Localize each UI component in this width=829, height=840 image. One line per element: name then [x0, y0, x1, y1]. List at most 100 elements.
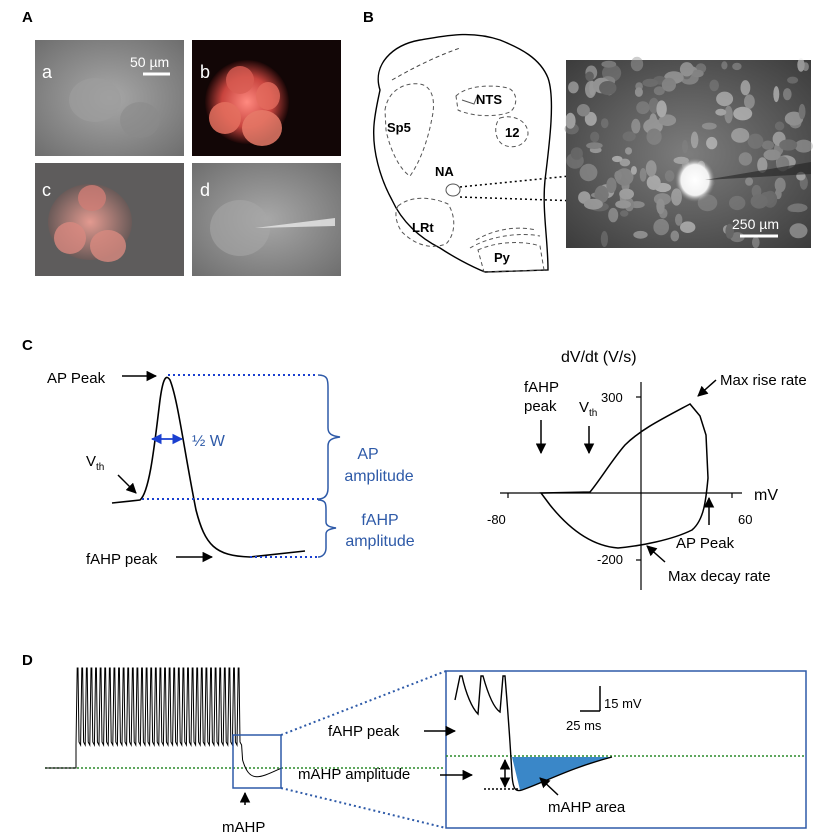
tissue-speckle [600, 231, 609, 247]
max-decay-label: Max decay rate [668, 568, 771, 585]
tissue-speckle [797, 58, 805, 72]
phase-ap-peak-label: AP Peak [676, 535, 735, 552]
tissue-speckle [794, 139, 813, 153]
panel-a: A a 50 µm b c [22, 9, 341, 276]
tissue-speckle [757, 157, 768, 174]
region-sp5-outline [384, 83, 434, 177]
vth-arrow [117, 474, 137, 494]
half-width-label: ½ W [192, 433, 226, 450]
pipette-d [255, 218, 335, 228]
zoom-box-small [232, 734, 282, 789]
phase-ytick-neg200: -200 [597, 552, 623, 567]
tissue-speckle [658, 114, 677, 126]
tissue-speckle [565, 112, 576, 129]
brainstem-outline [372, 33, 553, 273]
region-label-12: 12 [505, 125, 519, 140]
tissue-speckle [691, 69, 704, 78]
mahp-area-arrow [539, 777, 559, 796]
region-12-outline [495, 116, 529, 148]
tissue-speckle [622, 131, 636, 142]
subpanel-label-a: a [42, 62, 53, 82]
tissue-speckle [656, 198, 665, 215]
tissue-speckle [740, 80, 751, 96]
tissue-speckle [642, 78, 658, 87]
micrograph-d: d [192, 163, 341, 276]
tissue-speckle [779, 139, 798, 151]
tissue-speckle [731, 127, 750, 143]
region-nts-outline [455, 85, 517, 117]
tissue-speckle [606, 177, 617, 194]
scalebar-v-label: 15 mV [604, 696, 642, 711]
tissue-speckle [653, 86, 665, 96]
ap-amplitude-label-1: AP [357, 446, 378, 463]
phase-plot: dV/dt (V/s) 300 -200 -80 60 mV fAHP peak… [487, 349, 807, 590]
tissue-speckle [789, 223, 808, 239]
tissue-speckle [738, 152, 753, 166]
panel-letter-a: A [22, 9, 33, 26]
tissue-speckle [646, 128, 662, 145]
phase-ylabel: dV/dt (V/s) [561, 349, 637, 366]
phase-xtick-neg80: -80 [487, 512, 506, 527]
tissue-speckle [576, 104, 590, 117]
panel-letter-d: D [22, 652, 33, 669]
tissue-speckle [706, 136, 718, 150]
tissue-speckle [744, 94, 755, 109]
phase-loop [539, 403, 709, 549]
phase-fahp-label-1: fAHP [524, 379, 559, 396]
phase-xlabel: mV [754, 487, 778, 504]
mahp-amplitude-label: mAHP amplitude [298, 766, 410, 783]
tissue-speckle [631, 118, 641, 134]
phase-xtick-60: 60 [738, 512, 752, 527]
tissue-speckle [774, 121, 785, 131]
panel-d: D mAHP 15 mV 25 ms fAHP peak mAHP amplit… [22, 652, 807, 836]
tissue-speckle [787, 76, 799, 84]
phase-vth-label: Vth [579, 399, 597, 419]
tissue-speckle [798, 103, 806, 120]
fahp-peak-label: fAHP peak [86, 551, 158, 568]
tissue-speckle [653, 218, 669, 236]
region-py-outline [477, 242, 545, 273]
tissue-speckle [599, 81, 617, 95]
tissue-speckle [716, 91, 734, 107]
spike-train [45, 667, 282, 778]
tissue-speckle [752, 236, 760, 249]
tissue-speckle [600, 118, 609, 129]
tissue-speckle [601, 60, 617, 68]
mahp-label: mAHP [222, 819, 265, 836]
region-label-nts: NTS [476, 92, 502, 107]
panel-c: C ½ W AP amplitude fAHP amplitude AP Pea… [22, 337, 807, 590]
tissue-speckle [656, 100, 667, 118]
tissue-speckle [634, 87, 643, 97]
mahp-area-label: mAHP area [548, 799, 626, 816]
scalebar-label-a: 50 µm [130, 54, 169, 70]
fahp-amplitude-brace [317, 499, 337, 558]
tissue-speckle [630, 166, 637, 175]
tissue-speckle [732, 62, 742, 71]
ap-waveform [111, 376, 306, 558]
tissue-speckle [715, 108, 727, 116]
tissue-speckle [725, 223, 734, 239]
tissue-speckle [584, 111, 597, 126]
subpanel-label-d: d [200, 180, 210, 200]
phase-ytick-300: 300 [601, 390, 623, 405]
tissue-speckle [630, 56, 644, 72]
panel-b: B Sp5 NTS 12 NA LRt Py 250 µm [363, 9, 813, 273]
tissue-speckle [608, 207, 619, 223]
tissue-speckle [619, 188, 634, 200]
tissue-speckle [661, 77, 677, 92]
tissue-speckle [690, 131, 699, 149]
tissue-speckle [783, 88, 792, 101]
d-fahp-peak-label: fAHP peak [328, 723, 400, 740]
max-rise-arrow [697, 379, 717, 397]
tissue-speckle [636, 101, 650, 115]
tissue-speckle [682, 139, 688, 154]
tissue-speckle [615, 200, 631, 209]
tissue-speckle [639, 168, 647, 182]
tissue-speckle [612, 155, 623, 163]
tissue-speckle [729, 195, 746, 211]
tissue-speckle [570, 147, 583, 160]
subpanel-label-b: b [200, 62, 210, 82]
region-label-na: NA [435, 164, 454, 179]
tissue-speckle [646, 175, 661, 190]
